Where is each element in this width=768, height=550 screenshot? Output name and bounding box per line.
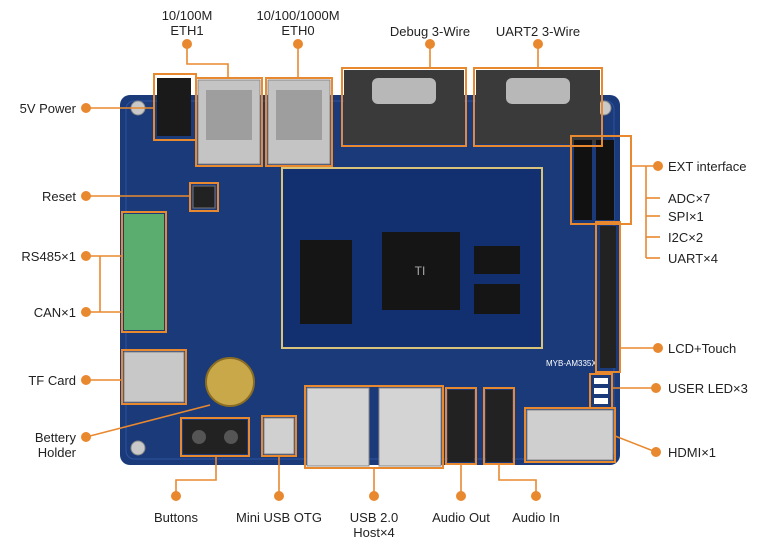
model-silkscreen: MYB-AM335X <box>546 359 597 368</box>
uart4-label: UART×4 <box>668 251 718 266</box>
audio-out-jack <box>448 390 474 462</box>
rs485-label: RS485×1 <box>21 249 76 264</box>
power-label: 5V Power <box>19 101 76 116</box>
lcd-touch-label: LCD+Touch <box>668 341 737 356</box>
ext-header-2 <box>596 140 614 220</box>
tf-card-label: TF Card <box>28 373 76 388</box>
spi-label: SPI×1 <box>668 209 704 224</box>
leader-lines <box>85 44 660 496</box>
tf-card-slot <box>123 351 185 403</box>
eth0-name-label: ETH0 <box>281 23 315 38</box>
battery-holder <box>205 357 255 407</box>
power-jack <box>157 78 191 136</box>
ext-header-1 <box>574 140 592 220</box>
mini-usb-port <box>263 417 295 455</box>
highlight-boxes <box>121 67 632 469</box>
ext-interface-label: EXT interface <box>668 159 747 174</box>
terminal-block <box>124 214 164 330</box>
eth0-speed-label: 10/100/1000M <box>256 8 340 23</box>
eth1-name-label: ETH1 <box>170 23 204 38</box>
battery-label-line2: Holder <box>37 445 76 460</box>
debug-label: Debug 3-Wire <box>389 24 471 39</box>
i2c-label: I2C×2 <box>668 230 704 245</box>
eth1-speed-label: 10/100M <box>161 8 213 23</box>
adc-label: ADC×7 <box>668 191 711 206</box>
audio-out-label: Audio Out <box>432 510 490 525</box>
usb-host-2 <box>378 387 442 467</box>
usb-label-line1: USB 2.0 <box>349 510 399 525</box>
buttons-label: Buttons <box>153 510 199 525</box>
lcd-connector <box>600 226 616 368</box>
memory-chip <box>300 240 352 324</box>
audio-in-label: Audio In <box>512 510 560 525</box>
reset-label: Reset <box>42 189 76 204</box>
leader-dots <box>81 39 663 501</box>
usb-label-line2: Host×4 <box>353 525 395 540</box>
user-led-label: USER LED×3 <box>668 381 748 396</box>
cpu-chip <box>382 232 460 310</box>
battery-label-line1: Bettery <box>34 430 76 445</box>
cpu-brand-text: TI <box>415 264 426 278</box>
uart2-label: UART2 3-Wire <box>495 24 581 39</box>
usb-host-1 <box>306 387 370 467</box>
mini-usb-label: Mini USB OTG <box>236 510 322 525</box>
can-label: CAN×1 <box>33 305 76 320</box>
hdmi-label: HDMI×1 <box>668 445 717 460</box>
audio-in-jack <box>486 390 512 462</box>
hdmi-port <box>526 409 614 461</box>
